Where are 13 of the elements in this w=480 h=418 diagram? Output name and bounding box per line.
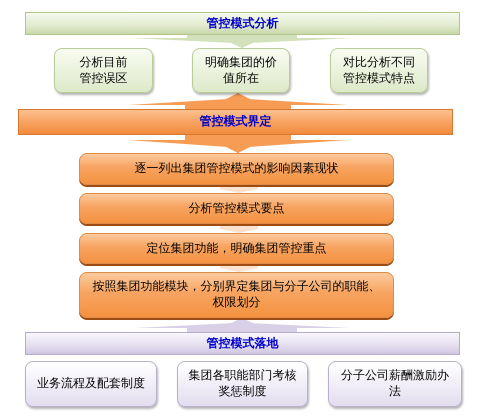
task-box: 明确集团的价值所在 [192,48,290,93]
task-box: 分析目前管控误区 [54,48,153,93]
task-box: 集团各职能部门考核奖惩制度 [177,361,308,407]
stage-banner: 管控模式落地 [25,332,460,355]
step-box: 逐一列出集团管控模式的影响因素现状 [79,153,394,185]
task-box: 对比分析不同管控模式特点 [330,48,428,93]
step-box: 按照集团功能模块，分别界定集团与分子公司的职能、权限划分 [79,272,394,318]
task-box: 业务流程及配套制度 [25,361,157,407]
step-box: 定位集团功能，明确集团管控重点 [79,233,394,264]
stage-banner: 管控模式界定 [18,109,453,135]
task-box: 分子公司薪酬激励办法 [328,361,462,407]
stage-banner: 管控模式分析 [25,12,460,35]
step-box: 分析管控模式要点 [79,193,394,224]
